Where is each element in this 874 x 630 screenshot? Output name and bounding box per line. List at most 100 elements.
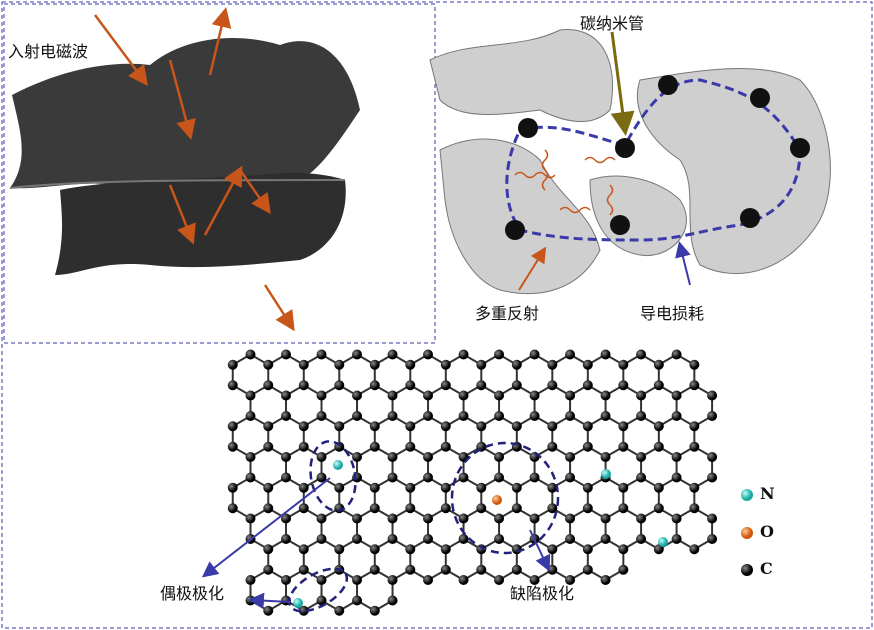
c-atom [316,534,327,544]
c-atom [227,482,238,493]
c-atom [423,534,434,544]
c-atom [281,472,292,483]
c-atom [316,472,327,483]
c-atom [707,452,718,462]
c-atom [582,441,593,452]
legend-atoms [741,489,753,576]
c-atom [689,482,700,493]
c-atom [405,441,416,452]
c-atom [245,349,256,360]
c-atom [334,380,345,391]
c-atom [689,544,700,555]
c-atom [653,503,664,514]
c-atom [689,503,700,514]
c-atom [547,359,558,370]
c-atom [618,482,629,493]
c-atom [227,380,238,391]
c-atom [671,390,682,401]
c-atom [618,564,629,575]
c-atom [511,421,522,432]
c-atom [529,390,540,401]
c-atom [653,441,664,452]
c-atom [423,452,434,462]
c-atom [352,472,363,483]
multiple-reflection-label: 多重反射 [475,304,540,323]
n-atom [658,537,668,547]
c-atom [600,452,611,462]
c-atom [405,482,416,493]
c-atom [636,472,647,483]
c-atom [387,534,398,544]
c-atom [245,411,256,421]
c-atom [476,503,487,514]
c-atom [263,441,274,452]
c-atom [494,452,505,462]
c-atom [334,421,345,432]
c-atom [511,544,522,555]
c-atom [245,472,256,483]
conduction-path [505,78,802,242]
c-atom [458,534,469,544]
c-atom [653,482,664,493]
c-atom [600,575,611,585]
c-atom [547,482,558,493]
c-atom [529,472,540,483]
legend-c-label: C [760,559,773,578]
c-atom [352,411,363,421]
c-atom [565,411,576,421]
c-atom [494,575,505,585]
c-atom [263,605,274,616]
c-atom [369,544,380,555]
c-atom [405,380,416,391]
c-atom [245,452,256,462]
reflection-arrow [518,246,547,291]
c-atom [582,544,593,555]
c-atom [565,534,576,544]
c-atom [600,411,611,421]
c-atom [440,441,451,452]
c-atom [298,359,309,370]
c-atom [263,380,274,391]
c-atom [689,441,700,452]
c-atom [281,452,292,462]
c-atom [476,564,487,575]
legend-n-label: N [760,484,775,503]
c-atom [227,359,238,370]
c-atom [352,452,363,462]
c-atom [369,564,380,575]
c-atom [582,564,593,575]
c-atom [671,513,682,524]
c-atom [707,513,718,524]
c-atom [423,349,434,360]
c-atom [298,564,309,575]
c-atom [653,359,664,370]
c-atom [565,349,576,360]
c-atom [565,575,576,585]
c-atom [653,544,664,555]
c-atom [494,513,505,524]
c-atom [618,380,629,391]
c-atom [387,472,398,483]
c-atom [494,472,505,483]
c-atom [298,605,309,616]
c-atom [281,513,292,524]
c-atom [281,411,292,421]
c-atom [529,411,540,421]
c-atom [387,575,398,585]
graphene-sheets [9,37,360,275]
c-atom [494,349,505,360]
cnt-arrow [610,31,635,136]
c-atom [547,421,558,432]
c-atom [298,503,309,514]
c-atom [511,503,522,514]
c-atom [458,411,469,421]
c-atom [618,503,629,514]
c-atom [423,513,434,524]
c-atom [263,544,274,555]
c-atom [636,452,647,462]
c-atom [653,380,664,391]
c-atom [476,359,487,370]
legend-o-icon [741,527,753,539]
incident-wave-label: 入射电磁波 [8,42,89,61]
